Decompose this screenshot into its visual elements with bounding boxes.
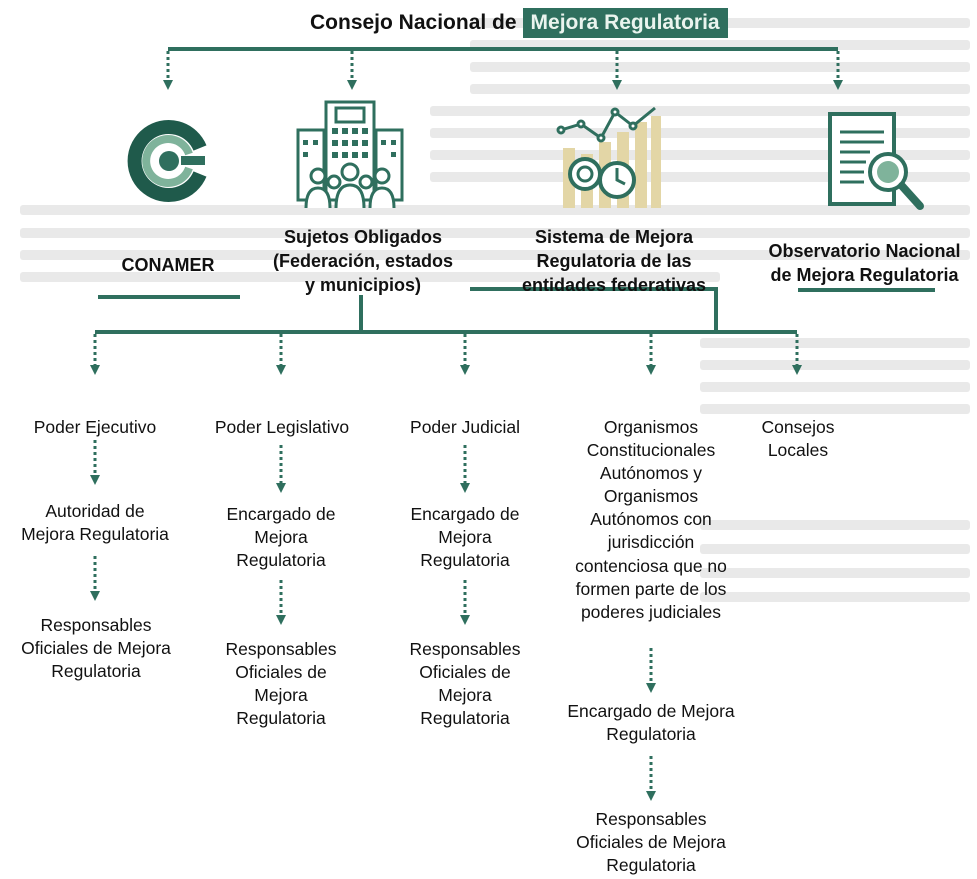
title-prefix: Consejo Nacional de [310,11,517,34]
growth-chart-clock-icon [556,106,661,208]
branch-poder-judicial: Poder Judicial [410,417,520,437]
legislativo-responsables: Responsables Oficiales de Mejora Regulat… [225,639,337,729]
legislativo-encargado: Encargado de Mejora Regulatoria [226,504,336,571]
title-highlight: Mejora Regulatoria [522,8,728,38]
judicial-encargado: Encargado de Mejora Regulatoria [410,504,520,571]
page-title: Consejo Nacional de Mejora Regulatoria [310,6,728,40]
branch-consejos-locales: Consejos Locales [761,417,835,461]
node-sistema-mejora: Sistema de Mejora Regulatoria de las ent… [521,227,707,295]
node-sujetos-obligados: Sujetos Obligados (Federación, estados y… [272,227,454,295]
document-magnifier-icon [828,112,924,210]
conamer-logo-icon [127,120,207,202]
node-conamer: CONAMER [121,255,215,275]
organismos-responsables: Responsables Oficiales de Mejora Regulat… [576,809,726,876]
ejecutivo-responsables: Responsables Oficiales de Mejora Regulat… [21,615,171,682]
branch-poder-ejecutivo: Poder Ejecutivo [33,417,157,437]
organismos-encargado: Encargado de Mejora Regulatoria [567,701,735,745]
branch-organismos: Organismos Constitucionales Autónomos y … [575,417,727,622]
node-observatorio: Observatorio Nacional de Mejora Regulato… [768,241,961,285]
ejecutivo-autoridad: Autoridad de Mejora Regulatoria [21,501,169,545]
branch-poder-legislativo: Poder Legislativo [214,417,350,437]
building-people-icon [296,100,404,209]
sistema-connector [470,287,797,334]
judicial-responsables: Responsables Oficiales de Mejora Regulat… [409,639,521,729]
